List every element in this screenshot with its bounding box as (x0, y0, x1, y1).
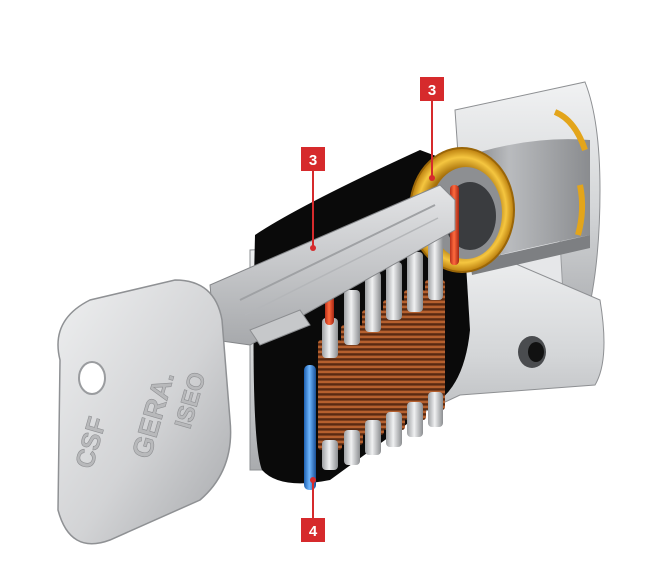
top-pin (386, 262, 402, 320)
top-pin (428, 232, 443, 300)
bottom-pin (365, 420, 381, 455)
spring (318, 340, 342, 450)
top-pin (365, 272, 381, 332)
top-pin (344, 290, 360, 345)
callout-badge-3b: 3 (420, 77, 444, 101)
key-ring-hole (78, 361, 106, 395)
callout-label-3a: 3 (309, 152, 317, 169)
callout-label-3b: 3 (428, 82, 436, 99)
blue-pin (304, 365, 316, 490)
key: CSF GERA. ISEO (57, 184, 456, 545)
bottom-pin (428, 392, 443, 427)
spring (362, 310, 384, 435)
spring (341, 325, 363, 445)
spring (383, 300, 405, 430)
callout-label-4: 4 (309, 523, 318, 540)
spring (404, 290, 426, 420)
callout-badge-4: 4 (301, 518, 325, 542)
top-pin (322, 318, 338, 358)
top-pin (407, 252, 423, 312)
spring (425, 280, 445, 410)
callout-badge-3a: 3 (301, 147, 325, 171)
bottom-pin (322, 440, 338, 470)
key-head (57, 279, 232, 545)
pin-stacks (318, 232, 445, 470)
bottom-pin (344, 430, 360, 465)
bottom-pin (407, 402, 423, 437)
bottom-pin (386, 412, 402, 447)
